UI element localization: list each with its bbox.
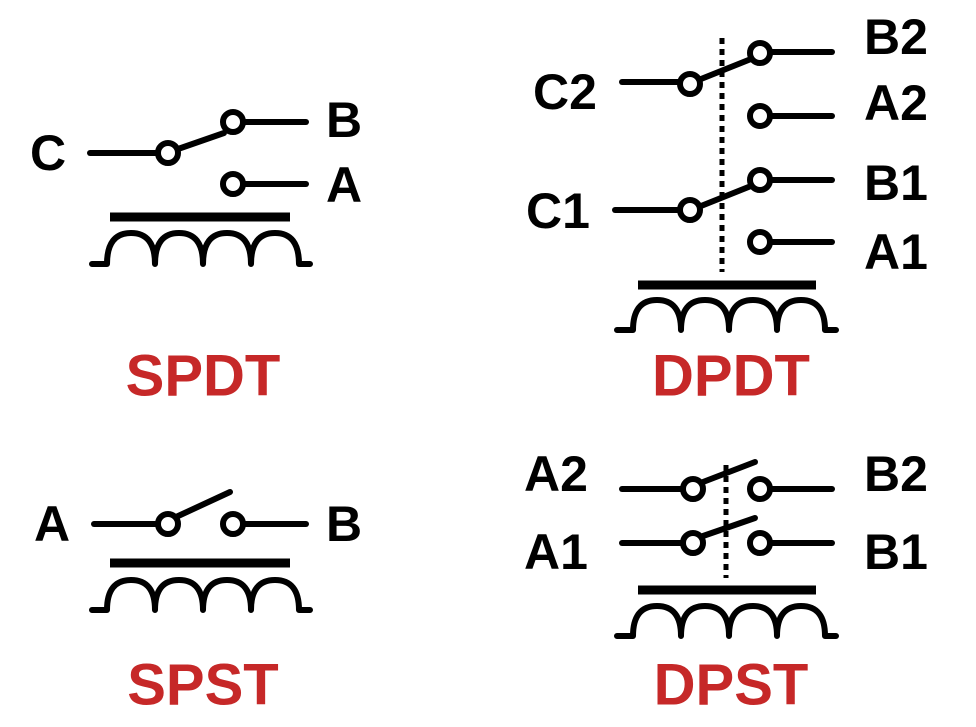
dpdt-common-2-contact: [677, 71, 703, 97]
dpdt-relay: C2 B2 A2 C1 B1 A1 DPDT: [526, 9, 928, 409]
dpst-contact-left-2: [680, 476, 706, 502]
spst-relay: A B SPST: [34, 489, 362, 718]
dpst-contact-right-1: [747, 530, 773, 556]
dpdt-common-1-contact: [677, 197, 703, 223]
dpdt-terminal-c1: C1: [526, 183, 590, 239]
spst-coil: [89, 577, 313, 613]
dpdt-coil: [614, 297, 839, 333]
dpst-contact-right-2: [747, 476, 773, 502]
dpst-terminal-a2: A2: [524, 446, 588, 502]
dpdt-contact-b1: [747, 167, 773, 193]
spst-terminal-a: A: [34, 496, 70, 552]
dpdt-contact-a2: [747, 103, 773, 129]
dpdt-switch-blade-1: [698, 183, 754, 209]
spdt-title: SPDT: [126, 344, 281, 409]
dpdt-terminal-a2: A2: [864, 75, 928, 131]
spdt-relay: C B A SPDT: [30, 92, 362, 409]
dpst-contact-left-1: [680, 530, 706, 556]
spdt-coil: [89, 230, 313, 267]
dpst-relay: A2 B2 A1 B1 DPST: [524, 446, 928, 718]
dpdt-switch-blade-2: [698, 56, 754, 82]
dpst-terminal-b1: B1: [864, 524, 928, 580]
dpdt-contact-b2: [747, 40, 773, 66]
dpst-terminal-b2: B2: [864, 446, 928, 502]
dpdt-contact-a1: [747, 229, 773, 255]
spdt-terminal-a: A: [326, 157, 362, 213]
spdt-terminal-c: C: [30, 125, 66, 181]
spst-title: SPST: [127, 653, 279, 718]
spdt-contact-b: [220, 109, 246, 135]
dpst-switch-blade-2: [700, 459, 758, 485]
spst-contact-right: [220, 511, 246, 537]
dpdt-terminal-b2: B2: [864, 9, 928, 65]
spst-switch-blade: [173, 489, 233, 520]
spst-contact-left: [155, 511, 181, 537]
dpst-coil: [614, 603, 839, 639]
dpst-switch-blade-1: [700, 515, 758, 539]
spdt-switch-blade: [175, 130, 227, 152]
dpdt-terminal-a1: A1: [864, 224, 928, 280]
dpdt-terminal-b1: B1: [864, 155, 928, 211]
dpdt-terminal-c2: C2: [533, 64, 597, 120]
spdt-terminal-b: B: [326, 92, 362, 148]
spdt-contact-a: [220, 171, 246, 197]
spst-terminal-b: B: [326, 496, 362, 552]
spdt-common-contact: [155, 140, 181, 166]
dpdt-title: DPDT: [652, 344, 810, 409]
dpst-title: DPST: [654, 653, 809, 718]
dpst-terminal-a1: A1: [524, 524, 588, 580]
